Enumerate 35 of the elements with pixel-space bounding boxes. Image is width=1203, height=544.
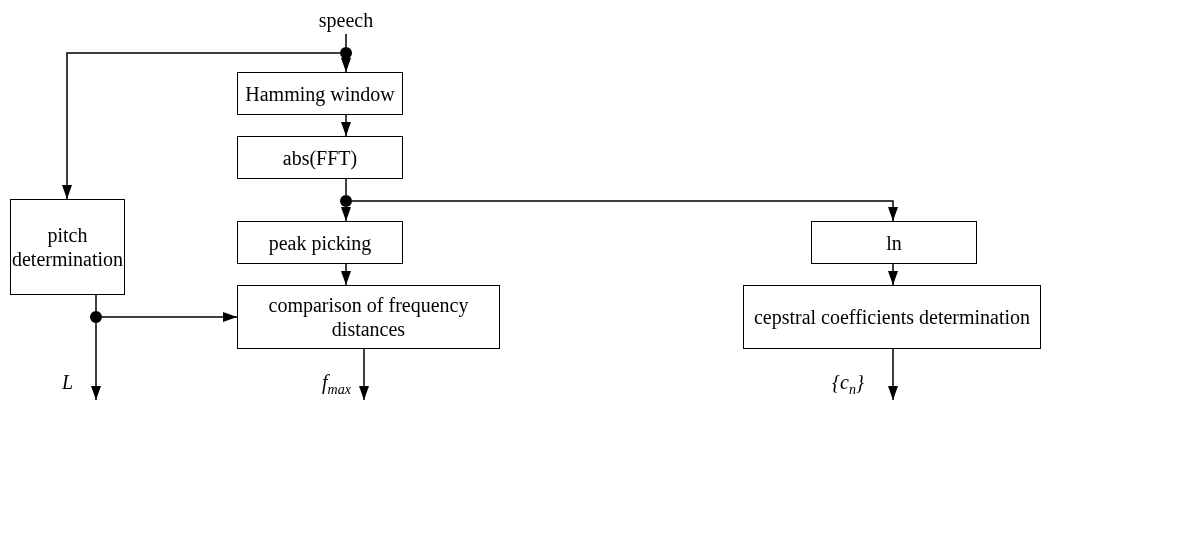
junction-dot: [340, 47, 352, 59]
junction-dot: [90, 311, 102, 323]
process-box: [237, 72, 403, 115]
process-box: [743, 285, 1041, 349]
arrow: [91, 322, 101, 401]
arrow: [62, 52, 341, 200]
box-label: peak picking: [268, 230, 372, 255]
output-label: {c$_{n}$}: [832, 372, 864, 397]
box-label: pitch determination: [11, 223, 124, 271]
process-box: [237, 136, 403, 179]
box-label: abs(FFT): [282, 145, 358, 170]
process-box: [237, 285, 500, 349]
process-box: [237, 221, 403, 264]
arrow: [341, 206, 351, 222]
arrow: [341, 263, 351, 286]
output-label: L: [62, 372, 74, 392]
arrow: [351, 200, 898, 222]
arrow: [888, 263, 898, 286]
arrow: [359, 348, 369, 401]
box-label: cepstral coefficients determination: [753, 305, 1031, 329]
box-label: comparison of frequency distances: [267, 293, 470, 341]
arrow: [101, 312, 238, 322]
arrow: [341, 58, 351, 73]
connector-line: [345, 178, 347, 196]
arrow: [341, 114, 351, 137]
output-label: f$_{max}$: [322, 372, 351, 397]
input-label: speech: [300, 6, 392, 34]
arrow: [888, 348, 898, 401]
box-label: Hamming window: [245, 81, 395, 106]
connector-line: [345, 33, 347, 48]
junction-dot: [340, 195, 352, 207]
box-label: ln: [886, 230, 902, 255]
process-box: [811, 221, 977, 264]
connector-line: [95, 294, 97, 312]
process-box: [10, 199, 125, 295]
